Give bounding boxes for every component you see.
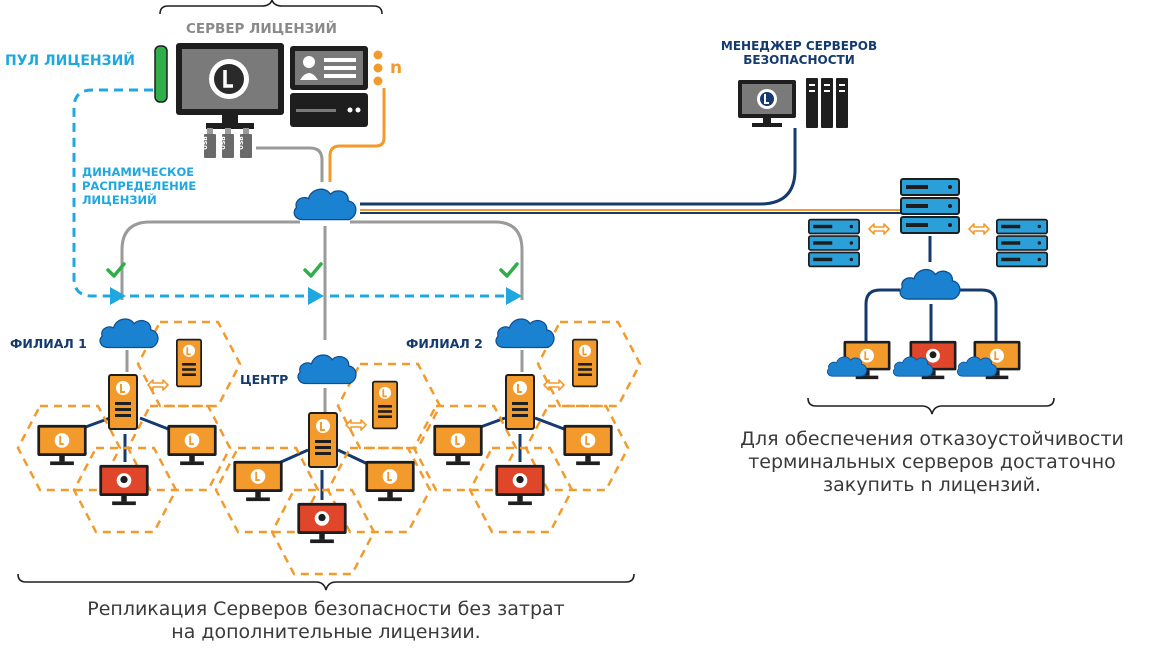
linux-workstation-icon [99,464,149,506]
workstation-icon [166,424,218,466]
license-dot [373,63,383,73]
linux-workstation-icon [297,502,347,544]
left-caption-line-1: Репликация Серверов безопасности без зат… [87,598,565,620]
server-tower-icon [505,374,535,430]
usb-label: USB [201,136,209,150]
server-monitor-icon [176,43,284,129]
security-manager-line-2: БЕЗОПАСНОСТИ [743,53,855,67]
branch2-cloud-icon [495,318,555,349]
linux-workstation-icon [495,464,545,506]
security-manager-icon [738,78,848,128]
branch1-cloud-icon [99,318,159,349]
sync-arrows-icon [543,379,565,391]
workstation-icon [36,424,88,466]
right-group-cloud-icon [899,268,961,300]
server-tower-icon [308,412,338,468]
license-dot [373,76,383,86]
n-marker: n [390,58,403,78]
rack-server-icon [996,218,1048,268]
right-caption-line-2: терминальных серверов достаточно [748,451,1116,473]
right-caption-line-1: Для обеспечения отказоустойчивости [740,428,1124,450]
server-box-icon [290,46,368,127]
branch-1-label: ФИЛИАЛ 1 [10,336,87,351]
branch-2-label: ФИЛИАЛ 2 [406,336,483,351]
rack-server-icon [900,178,960,234]
dynamic-distribution-line-2: РАСПРЕДЕЛЕНИЕ [82,179,197,193]
rack-server-icon [808,218,860,268]
backup-server-tower-icon [372,380,398,430]
server-brace [159,0,383,15]
backup-server-tower-icon [176,338,202,388]
server-tower-icon [108,374,138,430]
sync-arrows-icon [868,223,890,235]
left-caption-line-2: на дополнительные лицензии. [171,621,481,643]
security-manager-line-1: МЕНЕДЖЕР СЕРВЕРОВ [720,39,878,53]
backup-server-tower-icon [572,338,598,388]
check-icon [499,262,519,278]
usb-label: USB [219,136,227,150]
workstation-icon [562,424,614,466]
terminal-cloud-icon [826,356,868,377]
center-cloud-icon [297,354,357,385]
terminal-cloud-icon [892,356,934,377]
dynamic-distribution-line-3: ЛИЦЕНЗИЙ [82,193,157,207]
license-server-title: СЕРВЕР ЛИЦЕНЗИЙ [186,21,337,37]
check-icon [303,262,323,278]
central-cloud-icon [293,188,357,221]
license-pool-label: ПУЛ ЛИЦЕНЗИЙ [5,53,136,69]
right-caption-line-3: закупить n лицензий. [823,474,1041,496]
license-dot [373,50,383,60]
workstation-icon [432,424,484,466]
sync-arrows-icon [968,223,990,235]
dynamic-distribution-line-1: ДИНАМИЧЕСКОЕ [82,165,195,179]
usb-label: USB [237,136,245,150]
sync-arrows-icon [345,419,367,431]
left-brace [17,573,635,591]
workstation-icon [232,460,284,502]
right-brace [807,397,1055,415]
workstation-icon [364,460,416,502]
license-server [154,0,383,158]
sync-arrows-icon [147,379,169,391]
license-pool-bar [154,45,168,103]
branch-hex-outlines [16,320,642,576]
terminal-cloud-icon [956,356,998,377]
center-label: ЦЕНТР [240,372,289,387]
